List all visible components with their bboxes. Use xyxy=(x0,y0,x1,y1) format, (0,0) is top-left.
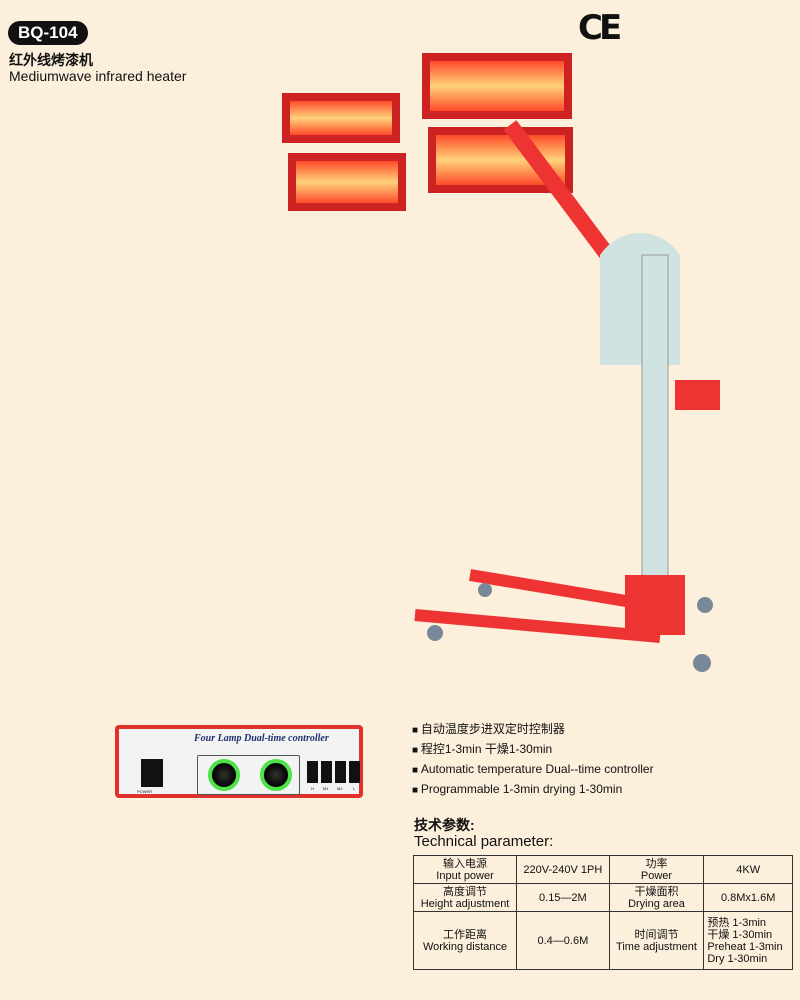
power-label: POWER xyxy=(137,789,153,794)
cell-text: Drying area xyxy=(628,897,685,910)
model-badge: BQ-104 xyxy=(8,21,88,45)
cell-text: 功率 xyxy=(645,857,668,870)
tech-title-en: Technical parameter: xyxy=(414,833,554,850)
cell-text: 4KW xyxy=(736,863,761,876)
param-value: 0.15—2M xyxy=(516,883,610,912)
switch-m2[interactable] xyxy=(335,761,346,783)
title-cn: 红外线烤漆机 xyxy=(9,52,93,68)
cell-text: 工作距离 xyxy=(443,928,488,941)
controller-panel: Four Lamp Dual-time controller POWER H M… xyxy=(115,725,363,798)
cell-text: Input power xyxy=(436,869,494,882)
feature-item: Programmable 1-3min drying 1-30min xyxy=(412,780,654,800)
cell-text: 干燥面积 xyxy=(634,885,679,898)
cell-text: Power xyxy=(640,869,673,882)
controller-title: Four Lamp Dual-time controller xyxy=(194,733,329,744)
param-value: 220V-240V 1PH xyxy=(516,855,610,884)
cell-text: 高度调节 xyxy=(443,885,488,898)
cell-text: Time adjustment xyxy=(616,940,697,953)
param-value: 0.8Mx1.6M xyxy=(703,883,793,912)
cell-text: 0.8Mx1.6M xyxy=(720,891,776,904)
switch-m1[interactable] xyxy=(321,761,332,783)
switch-label: M1 xyxy=(323,786,329,791)
base-legs xyxy=(414,569,661,643)
feature-item: 程控1-3min 干燥1-30min xyxy=(412,740,654,760)
heater-illustration xyxy=(282,53,720,672)
pole xyxy=(641,254,669,616)
controller-box xyxy=(675,380,720,410)
tech-title-cn: 技术参数: xyxy=(414,817,475,833)
feature-list: 自动温度步进双定时控制器 程控1-3min 干燥1-30min Automati… xyxy=(412,720,654,800)
cell-text: Dry 1-30min xyxy=(707,952,768,965)
cell-text: 干燥 1-30min xyxy=(707,928,773,941)
cell-text: 输入电源 xyxy=(443,857,488,870)
feature-item: 自动温度步进双定时控制器 xyxy=(412,720,654,740)
switch-label: H xyxy=(311,786,314,791)
cell-text: 预热 1-3min xyxy=(707,916,767,929)
cell-text: Working distance xyxy=(422,940,508,953)
cell-text: Preheat 1-3min xyxy=(707,940,783,953)
switch-label: M2 xyxy=(337,786,343,791)
timer-knob-1[interactable] xyxy=(208,759,240,791)
cell-text: Height adjustment xyxy=(420,897,510,910)
title-en: Mediumwave infrared heater xyxy=(9,68,187,84)
timer-knob-2[interactable] xyxy=(260,759,292,791)
switch-label: L xyxy=(353,786,356,791)
feature-item: Automatic temperature Dual--time control… xyxy=(412,760,654,780)
param-value: 0.4—0.6M xyxy=(516,911,610,970)
switch-l[interactable] xyxy=(349,761,360,783)
knob-panel xyxy=(197,755,300,795)
arm xyxy=(503,120,622,270)
power-switch[interactable] xyxy=(141,759,163,787)
lamp-heads xyxy=(282,53,573,211)
switch-h[interactable] xyxy=(307,761,318,783)
cell-text: 时间调节 xyxy=(634,928,679,941)
param-value: 4KW xyxy=(703,855,793,884)
ce-mark: CE xyxy=(578,8,622,48)
